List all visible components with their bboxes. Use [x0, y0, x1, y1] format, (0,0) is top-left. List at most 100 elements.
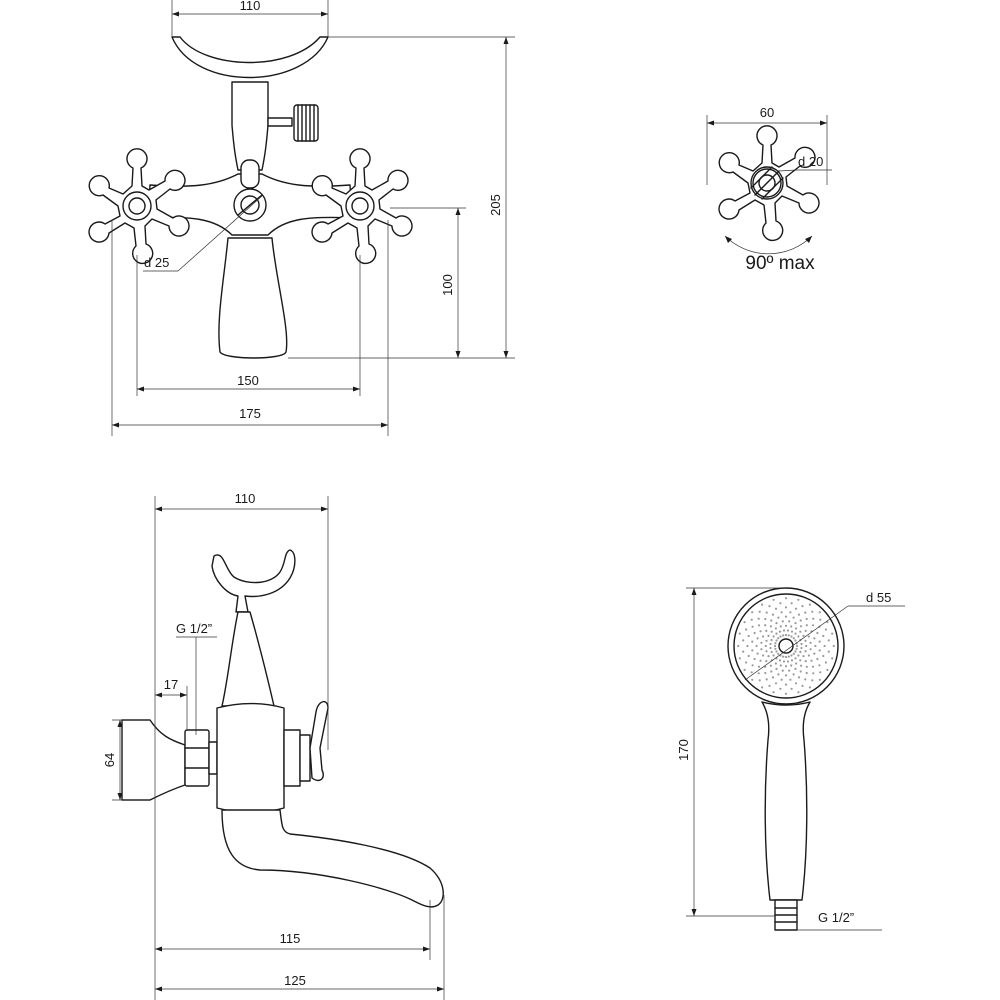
nozzle-dot — [765, 611, 768, 614]
dim-holder-reach: 110 — [235, 491, 256, 506]
nozzle-dot — [818, 611, 821, 614]
nozzle-dot — [784, 597, 788, 600]
nozzle-dot — [789, 678, 792, 681]
nozzle-dot — [794, 667, 797, 671]
nozzle-dot — [804, 678, 807, 681]
nozzle-dot — [742, 650, 745, 653]
nozzle-dot — [800, 646, 803, 650]
side-lever — [309, 701, 329, 782]
dim-overall-reach: 125 — [284, 973, 306, 988]
dim-head-diameter: d 55 — [866, 590, 891, 605]
nozzle-dot — [779, 625, 782, 628]
nozzle-dot — [758, 610, 761, 613]
nozzle-dot — [751, 664, 754, 667]
nozzle-dot — [819, 618, 822, 621]
nozzle-dot — [808, 603, 812, 606]
dim-hub-diameter: d 20 — [798, 154, 823, 169]
nozzle-dot — [764, 671, 767, 675]
nozzle-dot — [779, 602, 782, 605]
nozzle-dot — [790, 664, 793, 667]
nozzle-dot — [790, 654, 793, 657]
nozzle-dot — [775, 622, 778, 625]
nozzle-dot — [782, 660, 786, 663]
hand-shower-dimensions: d 55 170 G 1/2” — [676, 587, 905, 931]
nozzle-dot — [757, 665, 761, 668]
nozzle-dot — [794, 682, 798, 685]
side-shower-holder — [211, 549, 296, 613]
nozzle-dot — [784, 615, 788, 618]
nozzle-dot — [822, 634, 825, 638]
nozzle-dot — [765, 678, 768, 681]
nozzle-dot — [818, 640, 821, 643]
nozzle-dot — [790, 687, 793, 690]
nozzle-dot — [812, 672, 815, 675]
rotation-label: 90º max — [745, 253, 815, 274]
nozzle-dot — [759, 630, 762, 633]
nozzle-dot — [751, 649, 754, 652]
nozzle-dot — [799, 670, 802, 673]
nozzle-dot — [790, 659, 794, 662]
nozzle-dot — [751, 640, 754, 643]
nozzle-dot — [769, 642, 772, 646]
dim-overall-width: 175 — [239, 406, 261, 421]
nozzle-dot — [805, 644, 808, 648]
nozzle-dot — [802, 655, 805, 658]
nozzle-dot — [767, 634, 770, 638]
nozzle-dot — [805, 624, 808, 627]
nozzle-dot — [790, 635, 793, 638]
front-view-dimensions: 110 205 100 150 175 d 25 — [111, 0, 515, 436]
nozzle-dot — [767, 655, 770, 658]
nozzle-dot — [774, 662, 778, 665]
nozzle-dot — [772, 654, 775, 657]
nozzle-dot — [765, 650, 768, 653]
nozzle-dot — [831, 657, 834, 660]
nozzle-dot — [778, 630, 782, 633]
nozzle-dot — [795, 647, 798, 650]
nozzle-dot — [787, 655, 790, 658]
nozzle-dot — [813, 637, 816, 640]
nozzle-dot — [759, 659, 762, 662]
nozzle-dot — [797, 654, 800, 657]
dim-shower-length: 170 — [676, 739, 691, 761]
nozzle-dot — [797, 635, 800, 638]
nozzle-dot — [781, 669, 784, 672]
nozzle-dot — [818, 649, 821, 652]
shower-nozzles — [737, 597, 835, 695]
nozzle-dot — [771, 676, 775, 679]
nozzle-dot — [784, 606, 788, 609]
nozzle-dot — [770, 630, 773, 633]
nozzle-dot — [826, 668, 829, 672]
nozzle-dot — [822, 654, 825, 658]
nozzle-dot — [757, 672, 760, 675]
nozzle-dot — [760, 648, 763, 651]
nozzle-dot — [761, 686, 764, 689]
nozzle-dot — [811, 624, 815, 627]
nozzle-dot — [753, 657, 756, 661]
nozzle-dot — [804, 660, 807, 663]
nozzle-dot — [779, 664, 782, 667]
hand-shower — [727, 587, 845, 931]
nozzle-dot — [753, 631, 756, 635]
nozzle-dot — [805, 617, 808, 621]
nozzle-dot — [795, 662, 798, 665]
wall-flange — [121, 719, 186, 801]
nozzle-dot — [809, 648, 812, 651]
shower-handle — [761, 701, 811, 901]
nozzle-dot — [770, 670, 773, 673]
nozzle-dot — [819, 671, 822, 674]
nozzle-dot — [794, 639, 797, 642]
nozzle-dot — [794, 607, 798, 610]
nozzle-dot — [804, 629, 807, 633]
nozzle-dot — [751, 611, 754, 614]
nozzle-dot — [780, 611, 783, 614]
nozzle-dot — [809, 641, 812, 644]
nozzle-dot — [784, 633, 788, 637]
dim-handle-width: 60 — [760, 105, 774, 120]
spout — [218, 237, 288, 359]
nozzle-dot — [761, 603, 764, 606]
side-valve-body — [216, 702, 285, 814]
nozzle-dot — [799, 619, 802, 622]
nozzle-dot — [808, 686, 812, 689]
nozzle-dot — [784, 683, 788, 686]
nozzle-dot — [760, 641, 763, 644]
